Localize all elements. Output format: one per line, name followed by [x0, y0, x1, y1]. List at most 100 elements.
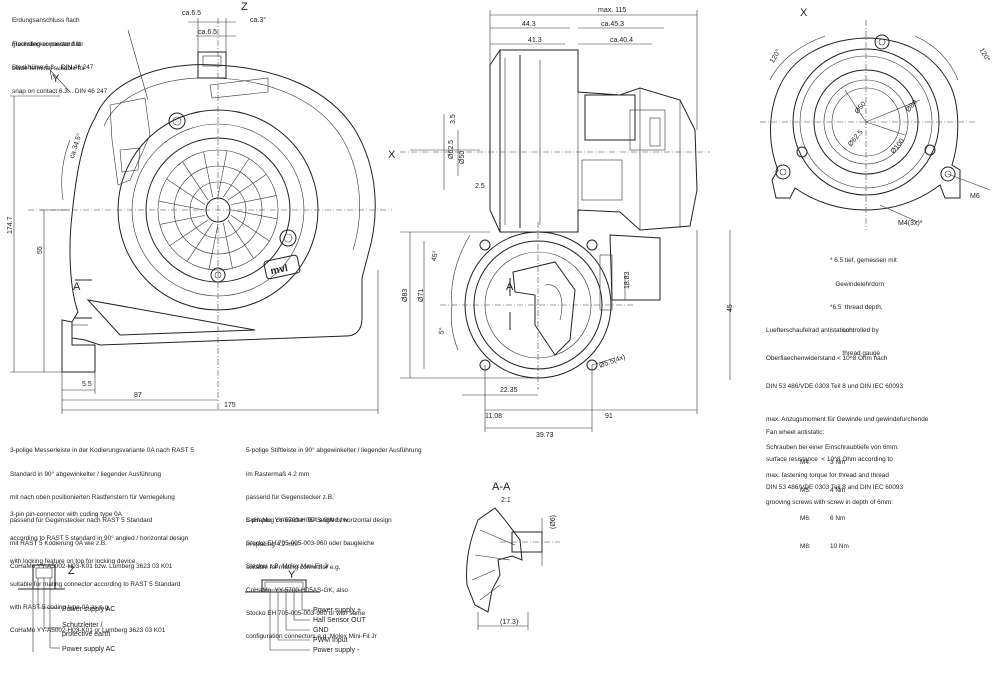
note-line: * 6.5 tief, gemessen mit [830, 257, 897, 265]
note-line: with RAST 5 coding type 0A as e.g. [10, 603, 111, 611]
torque-value: 10 Nm [830, 543, 849, 551]
impeller-blade [186, 222, 213, 262]
thread-depth-note: * 6.5 tief, gemessen mit Gewindelehrdorn… [830, 242, 897, 365]
note-line: Steckhülse 6.3... DIN 46 247 [12, 63, 94, 71]
dim-ca453: ca.45.3 [601, 21, 624, 28]
dim-d71: Ø71 [418, 289, 425, 302]
note-line: mit RAST 5 Kodierung 0A wie z.B. [10, 539, 107, 547]
dim-87: 87 [134, 392, 142, 399]
dim-d50-side: Ø50 [459, 151, 466, 164]
impeller-blade [227, 174, 267, 201]
note-line: max. fastening torque for thread and thr… [766, 471, 889, 479]
note-line: passend für Gegenstecker nach RAST 5 Sta… [10, 516, 153, 524]
corner-note-de: Erdungsanschluss flach Flachstecker pass… [12, 2, 93, 79]
conn5-note-de: 5-polige Stiftleiste in 90° abgewinkelte… [246, 432, 422, 578]
note-line: Oberflaechenwiderstand < 10^8 Ohm nach [766, 355, 888, 363]
note-line: surface resistance < 10^8 Ohm according … [766, 456, 893, 464]
dim-1883: 18.83 [624, 271, 631, 289]
dim-120a: 120° [768, 48, 782, 65]
torque-value: 4 Nm [830, 487, 846, 495]
pinout-z-pin2a: Schutzleiter / [62, 622, 103, 629]
dim-45: 45 [727, 304, 734, 312]
dim-55b: 5.5 [82, 381, 92, 388]
dim-2235: 22.35 [500, 387, 518, 394]
note-line: controlled by [830, 326, 879, 334]
impeller-blade [166, 178, 206, 205]
dim-ca65-b: ca.6.5 [198, 29, 217, 36]
dim-1108: 11.08 [485, 413, 502, 420]
note-line: suitable for mating connector according … [10, 580, 181, 588]
note-line: with locking feature on top for locking … [10, 557, 138, 565]
dim-120b: 120° [977, 47, 991, 64]
impeller-blade [223, 222, 233, 269]
front-view: mvl [10, 18, 392, 414]
impeller-blade [227, 219, 254, 259]
dim-443: 44.3 [522, 21, 536, 28]
dim-ca404: ca.40.4 [610, 37, 633, 44]
dim-1747: 174.7 [7, 216, 14, 234]
dim-d625-side: Ø62.5 [448, 140, 455, 159]
impeller-blade [182, 161, 209, 201]
section-title: A-A [492, 481, 511, 493]
section-scale: 2:1 [501, 497, 511, 504]
pinout-z-pin2b: protective earth [62, 631, 110, 638]
pinout-z-label: Z [68, 565, 75, 577]
torque-size: M6: [800, 515, 811, 523]
pinout-z-pin1: Power supply AC [62, 606, 115, 613]
note-line: DIN 53 486/VDE 0303 Teil 8 and DIN IEC 6… [766, 483, 904, 491]
note-line: blade terminal suitable for [12, 64, 86, 72]
dim-35: 3.5 [450, 114, 457, 124]
note-line: CoHaMo YY-A5002-H03-K01 or Lumberg 3623 … [10, 626, 166, 634]
dim-ca3deg: ca.3° [250, 16, 266, 24]
pinout-y-pin5: Power supply - [313, 647, 360, 654]
note-line: Schrauben bei einer Einschraubtiefe von … [766, 444, 899, 452]
note-line: Erdungsanschluss flach [12, 17, 80, 25]
dim-d625-x: Ø62.5 [847, 129, 865, 148]
impeller-blade [208, 223, 219, 270]
pinout-z-diagram [18, 564, 65, 652]
impeller-blade [158, 200, 205, 211]
label-x-side: X [388, 149, 396, 161]
pinout-y-label: Y [288, 569, 296, 581]
section-d6: (Ø6) [550, 515, 557, 529]
impeller-blade [217, 150, 228, 197]
note-line: *6.5 thread depth, [830, 303, 883, 311]
label-x-view: X [800, 7, 808, 19]
note-line: Fan wheel antistatic: [766, 428, 825, 436]
pinout-y-pin4: PWM Input [313, 637, 348, 644]
note-line: Flachstecker passend für [12, 40, 84, 48]
torque-value: 6 Nm [830, 515, 846, 523]
impeller-blade [230, 195, 277, 205]
view-x [760, 20, 991, 230]
note-line: Gewindelehrdorn [830, 280, 884, 288]
conn3-note-de: 3-polige Messerleiste in der Kodierungsv… [10, 432, 194, 578]
pinout-y-pin1: Power supply + [313, 607, 361, 614]
dim-m4: M4(3x)* [898, 220, 923, 227]
dim-max115: max. 115 [598, 7, 626, 14]
torque-size: M4: [800, 458, 811, 466]
note-line: according to RAST 5 standard in 90° angl… [10, 534, 189, 542]
note-line: grooving screws with screw in depth of 6… [766, 499, 894, 507]
note-line: 5-polige Stiftleiste in 90° abgewinkelte… [246, 447, 422, 455]
note-line: Stocko EH 705-005-003-960 oder baugleich… [246, 539, 375, 547]
pinout-y-pin2: Hall Sensor OUT [313, 617, 367, 624]
note-line: snap on contact 6.3... DIN 46 247 [12, 87, 108, 95]
dim-d55-holes: Ø5.5(4x) [598, 354, 626, 370]
impeller-blade [159, 215, 206, 225]
dim-5deg: 5° [437, 327, 446, 335]
note-line: passend für Gegenstecker z.B. [246, 493, 334, 501]
note-line: suitable for mating connector e.g. [246, 563, 341, 571]
note-line: CoHaMo YY-5700-H05AS-GW bzw. [246, 516, 350, 524]
note-line: Stecker z.B. Molex Mini-Fit Jr [246, 562, 330, 570]
dim-45deg: 45° [430, 250, 440, 262]
dim-d50-x: Ø50 [854, 101, 868, 116]
torque-size: M5: [800, 487, 811, 495]
note-line: mit nach oben positionierten Rastfenster… [10, 493, 175, 501]
note-line: 5-pin plug connector 90° angled / horizo… [246, 517, 392, 525]
dim-ca65-top: ca.6.5 [182, 10, 201, 17]
pinout-z-pin3: Power supply AC [62, 646, 115, 653]
note-line: thread gauge [830, 349, 881, 357]
conn5-note-en: 5-pin plug connector 90° angled / horizo… [246, 502, 392, 648]
note-line: 3-pin pin-connector with coding type 0A [10, 511, 122, 519]
